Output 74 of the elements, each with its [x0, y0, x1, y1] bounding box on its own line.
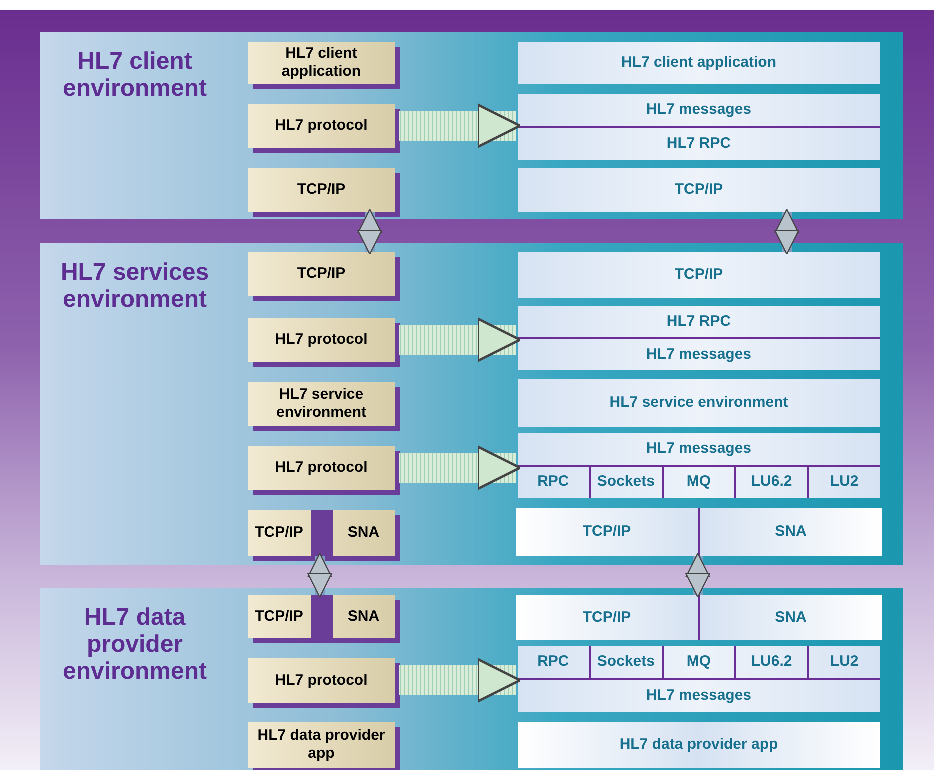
block-arrow — [399, 318, 522, 362]
stack-layer — [518, 646, 880, 712]
layer-label: TCP/IP — [296, 265, 347, 283]
stack-layer — [516, 508, 882, 556]
layer-label: LU2 — [829, 653, 860, 671]
double-arrow — [774, 209, 800, 255]
layer-label: SNA — [774, 608, 808, 626]
layer-label: HL7 messages — [645, 440, 753, 458]
protocol-box — [248, 42, 395, 84]
stack-layer — [518, 168, 880, 212]
layer-label: HL7 messages — [645, 101, 753, 119]
protocol-box — [248, 318, 395, 362]
layer-label: TCP/IP — [674, 181, 724, 199]
layer-label: HL7 protocol — [274, 331, 369, 349]
protocol-box — [248, 382, 395, 426]
block-arrow — [399, 104, 522, 148]
layer-label: TCP/IP — [582, 523, 632, 541]
layer-label: HL7 protocol — [274, 117, 369, 135]
double-arrow — [685, 553, 711, 598]
layer-label: HL7 service environment — [608, 394, 790, 412]
stack-layer — [518, 379, 880, 427]
layer-label: HL7 messages — [645, 346, 753, 364]
protocol-box — [248, 104, 395, 148]
layer-label: TCP/IP — [674, 266, 724, 284]
protocol-box — [248, 252, 395, 296]
layer-label: HL7 service environment — [275, 386, 368, 422]
layer-label: HL7 client application — [620, 54, 778, 72]
stack-layer — [518, 722, 880, 768]
protocol-box — [248, 595, 395, 638]
layer-label: HL7 client application — [280, 45, 362, 81]
double-arrow — [307, 553, 333, 598]
layer-label: TCP/IP — [254, 524, 304, 542]
panel-title: HL7 services environment — [60, 259, 210, 313]
environment-panel — [40, 243, 903, 565]
stack-layer — [518, 252, 880, 298]
layer-label: Sockets — [596, 473, 656, 492]
layer-label: MQ — [686, 473, 712, 492]
stack-layer — [518, 94, 880, 160]
stack-layer — [518, 433, 880, 498]
layer-label: SNA — [346, 524, 381, 542]
block-arrow — [399, 446, 522, 490]
environment-panel — [40, 32, 903, 219]
layer-label: TCP/IP — [582, 608, 632, 626]
protocol-box — [248, 510, 395, 556]
layer-label: HL7 RPC — [666, 135, 732, 153]
layer-label: TCP/IP — [254, 608, 304, 626]
layer-label: MQ — [686, 653, 712, 671]
layer-label: LU6.2 — [750, 473, 794, 492]
layer-label: SNA — [346, 608, 381, 626]
environment-panel — [40, 588, 903, 770]
block-arrow — [399, 658, 522, 703]
layer-label: LU2 — [829, 473, 860, 492]
double-arrow — [357, 209, 383, 255]
stack-layer — [518, 42, 880, 84]
layer-label: HL7 messages — [645, 687, 753, 705]
protocol-box — [248, 658, 395, 703]
layer-label: TCP/IP — [296, 181, 347, 199]
panel-title: HL7 client environment — [62, 48, 208, 102]
stack-layer — [518, 306, 880, 370]
layer-label: LU6.2 — [750, 653, 794, 671]
stack-layer — [516, 595, 882, 640]
layer-label: Sockets — [596, 653, 656, 671]
protocol-box — [248, 722, 395, 768]
layer-label: HL7 data provider app — [618, 736, 780, 754]
panel-title: HL7 data provider environment — [62, 604, 208, 685]
layer-label: HL7 data provider app — [256, 727, 386, 763]
layer-label: HL7 protocol — [274, 459, 369, 477]
layer-label: RPC — [536, 473, 570, 492]
protocol-box — [248, 446, 395, 490]
layer-label: SNA — [774, 523, 808, 541]
layer-label: RPC — [536, 653, 570, 671]
protocol-box — [248, 168, 395, 212]
layer-label: HL7 protocol — [274, 672, 369, 690]
layer-label: HL7 RPC — [666, 312, 732, 330]
